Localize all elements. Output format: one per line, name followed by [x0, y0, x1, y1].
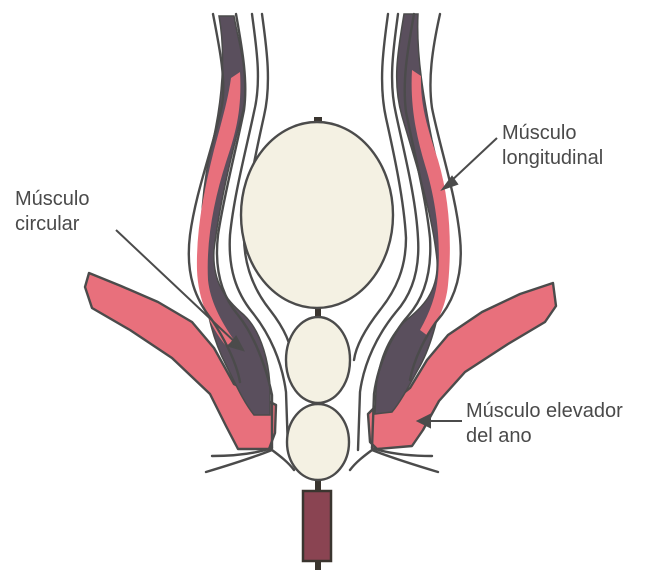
arrow-longitudinal-line: [449, 138, 497, 183]
probe-anal-balloon: [303, 491, 331, 561]
label-longitudinal-muscle: Músculo longitudinal: [502, 121, 603, 171]
lower-balloon: [287, 404, 349, 480]
label-circular-line2: circular: [15, 212, 89, 237]
label-elevador-line2: del ano: [466, 424, 623, 449]
label-circular-muscle: Músculo circular: [15, 187, 89, 237]
rectal-balloon: [241, 122, 393, 308]
label-elevador-line1: Músculo elevador: [466, 399, 623, 424]
label-levator-ani: Músculo elevador del ano: [466, 399, 623, 449]
label-longitudinal-line2: longitudinal: [502, 146, 603, 171]
label-longitudinal-line1: Músculo: [502, 121, 603, 146]
label-circular-line1: Músculo: [15, 187, 89, 212]
middle-balloon: [286, 317, 350, 403]
